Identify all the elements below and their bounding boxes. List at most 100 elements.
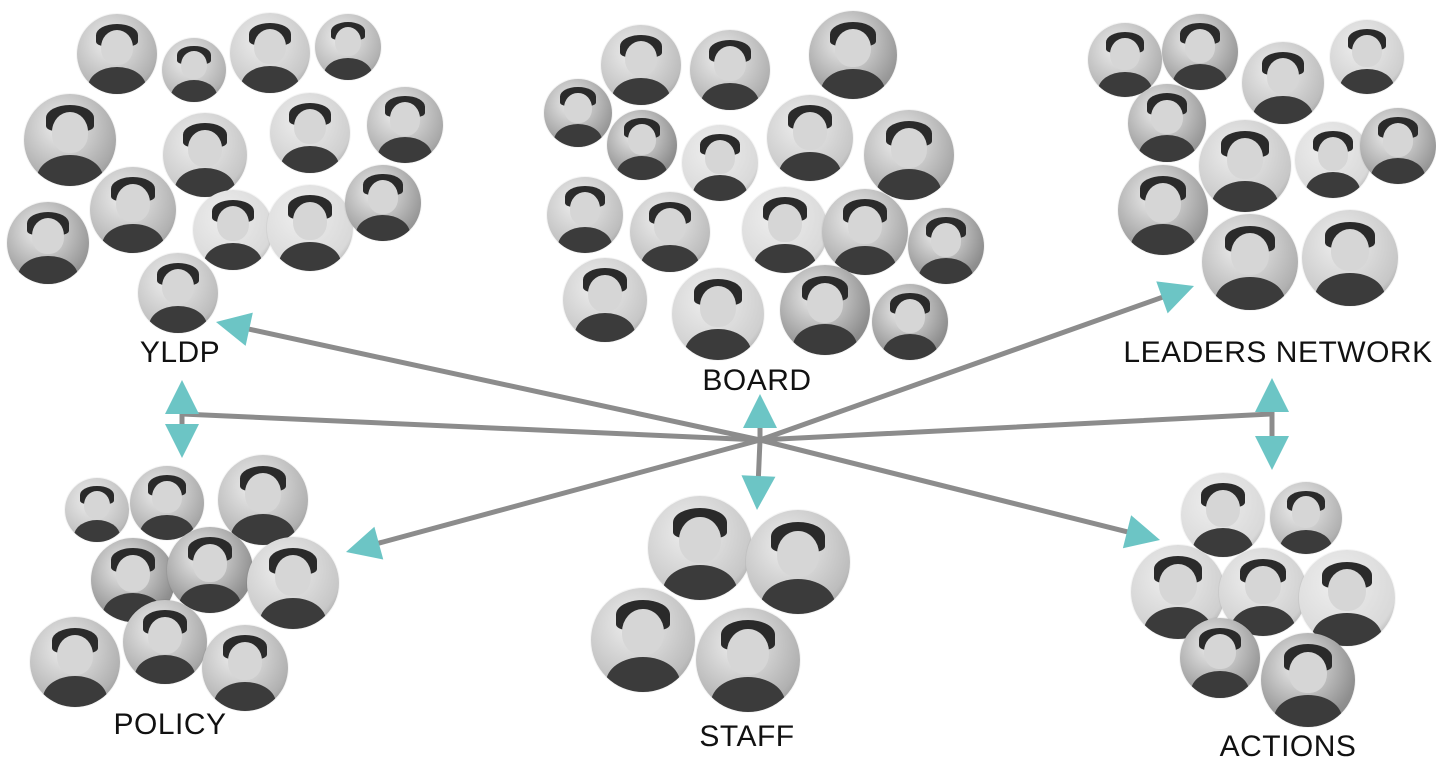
member-photo [1202,214,1298,310]
body-shape [882,334,938,360]
label-policy: POLICY [113,708,227,741]
member-photo [1270,482,1342,554]
member-photo [1261,633,1355,727]
member-photo [696,608,800,712]
member-photo [315,14,381,80]
face-shape [835,28,871,68]
face-shape [274,555,312,596]
member-photo [230,13,310,93]
body-shape [324,57,372,80]
member-photo [742,187,828,273]
member-photo [247,537,339,629]
body-shape [1305,172,1361,198]
body-shape [377,137,433,163]
body-shape [684,328,752,360]
face-shape [1226,138,1264,179]
face-shape [334,27,362,57]
body-shape [918,258,974,284]
member-photo [746,510,850,614]
member-photo [90,167,176,253]
face-shape [767,204,803,243]
body-shape [710,676,786,712]
member-photo [690,30,770,110]
face-shape [1330,229,1370,272]
body-shape [701,82,759,110]
face-shape [1352,34,1382,68]
member-photo [809,11,897,99]
body-shape [612,77,670,105]
face-shape [625,41,657,77]
face-shape [116,554,150,592]
face-shape [254,29,286,65]
member-photo [24,94,116,186]
face-shape [679,516,721,563]
arrowhead-staff [741,475,776,510]
member-photo [601,25,681,105]
face-shape [699,286,737,327]
face-shape [1266,58,1300,95]
member-photo [30,617,120,707]
face-shape [101,30,133,66]
face-shape [1327,569,1367,612]
member-photo [123,600,207,684]
member-photo [1299,550,1395,646]
face-shape [1230,233,1270,276]
member-photo [218,455,308,545]
member-photo [77,14,157,94]
arrowhead-board [743,394,777,428]
body-shape [18,256,78,284]
face-shape [1110,37,1140,71]
member-photo [672,268,764,360]
member-photo [872,284,948,360]
face-shape [654,208,686,244]
member-photo [1162,14,1238,90]
face-shape [894,299,926,333]
body-shape [641,244,699,272]
face-shape [1206,489,1240,527]
body-shape [1211,180,1279,212]
member-photo [547,177,623,253]
face-shape [1289,651,1327,694]
member-photo [908,208,984,284]
body-shape [1340,68,1394,94]
body-shape [1191,670,1249,698]
member-photo [630,192,710,272]
member-photo [1302,210,1398,306]
member-photo [1131,545,1225,639]
face-shape [1145,183,1181,223]
body-shape [170,80,218,102]
body-shape [692,175,748,201]
face-shape [704,140,736,174]
face-shape [84,490,110,519]
face-shape [1184,29,1216,63]
member-photo [163,113,247,197]
face-shape [217,206,249,242]
face-shape [727,628,769,675]
body-shape [281,145,339,173]
body-shape [1172,64,1228,90]
member-photo [1295,122,1371,198]
face-shape [847,206,883,245]
label-board: BOARD [702,364,812,397]
face-shape [181,50,207,79]
face-shape [294,109,326,145]
face-shape [51,112,89,153]
member-photo [193,190,273,270]
body-shape [779,151,841,181]
face-shape [1159,563,1197,606]
face-shape [622,608,664,655]
branch-line-yldp [179,411,763,443]
body-shape [102,223,164,253]
body-shape [760,578,836,614]
face-shape [891,128,927,168]
face-shape [628,124,656,155]
body-shape [134,655,196,684]
face-shape [152,480,182,514]
body-shape [241,65,299,93]
body-shape [1253,96,1313,124]
face-shape [777,530,819,577]
label-yldp: YLDP [139,336,221,369]
body-shape [214,681,276,711]
face-shape [1151,99,1183,134]
face-shape [162,269,194,305]
